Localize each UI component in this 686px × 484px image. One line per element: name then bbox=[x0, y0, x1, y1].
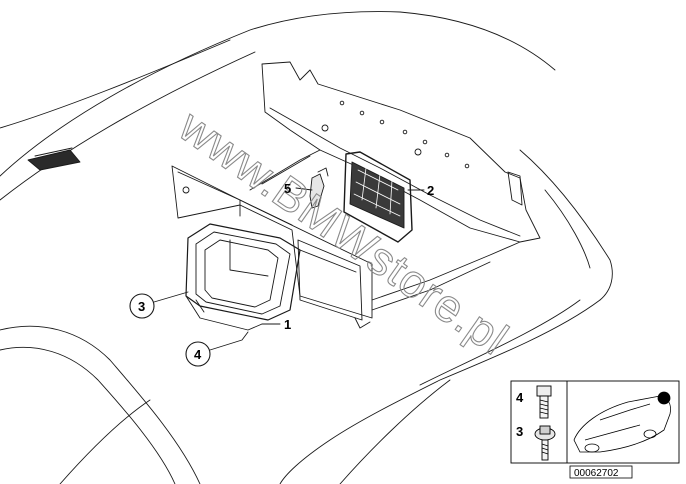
legend-item-number-bottom: 3 bbox=[516, 424, 523, 439]
callout-label-1: 1 bbox=[284, 317, 291, 332]
car-location-icon bbox=[573, 391, 671, 453]
clip-part bbox=[309, 167, 329, 209]
callout-circles bbox=[129, 293, 211, 367]
parts-legend: 4 3 bbox=[510, 380, 680, 464]
speaker-frame bbox=[185, 223, 301, 331]
watermark: www.BMWstore.pl bbox=[169, 99, 518, 365]
side-vent bbox=[27, 147, 81, 171]
bolt-icon bbox=[534, 425, 556, 461]
leader-lines bbox=[153, 187, 425, 351]
callout-label-2: 2 bbox=[427, 183, 434, 198]
screw-icon bbox=[536, 385, 552, 419]
reference-code: 00062702 bbox=[574, 468, 619, 479]
car-body-outline bbox=[0, 11, 613, 484]
callout-label-3: 3 bbox=[138, 299, 145, 314]
reference-code-box bbox=[569, 465, 633, 479]
callout-label-5: 5 bbox=[284, 181, 291, 196]
speaker-grille bbox=[343, 151, 413, 243]
callout-label-4: 4 bbox=[194, 347, 202, 362]
trunk-side-panel bbox=[171, 149, 521, 329]
legend-item-number-top: 4 bbox=[516, 390, 524, 405]
